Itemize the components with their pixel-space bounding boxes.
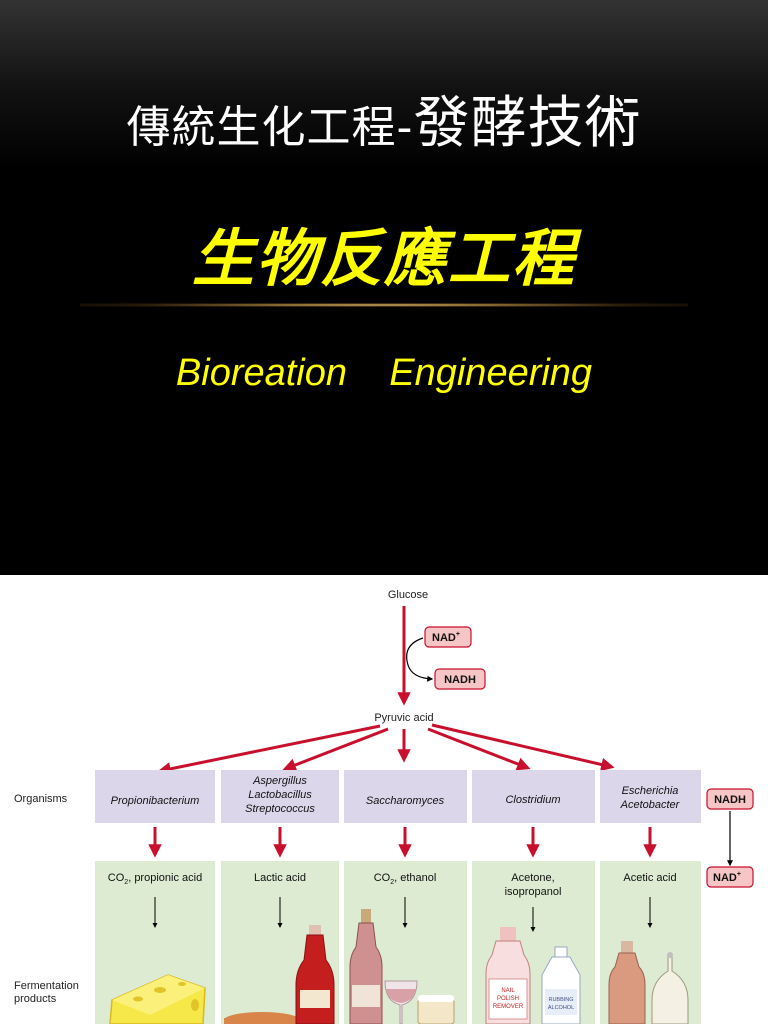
organism-name: Clostridium	[505, 794, 560, 806]
organism-name: Lactobacillus	[248, 789, 312, 801]
side-nadh-text: NADH	[714, 794, 746, 806]
organism-name: Escherichia	[622, 785, 679, 797]
product-name-5: Acetic acid	[623, 872, 676, 884]
side-nad-plus-badge: NAD+	[706, 866, 754, 888]
product-name-1: CO2, propionic acid	[108, 872, 202, 886]
acetic-acid-products-image	[608, 941, 689, 1024]
nad-plus-badge: NAD+	[424, 626, 472, 648]
branch-arrow-2	[282, 727, 389, 772]
branch-arrow-4	[427, 727, 531, 771]
organism-boxes	[95, 770, 701, 823]
organism-box-3	[344, 770, 467, 823]
organism-box-2	[221, 770, 339, 823]
organism-name: Streptococcus	[245, 803, 315, 815]
pyruvic-acid-label: Pyruvic acid	[374, 712, 433, 724]
subtitle-chinese: 生物反應工程	[191, 222, 576, 295]
fermentation-diagram-svg: Glucose NAD+ NADH Pyruvic acid Orga	[14, 589, 754, 1024]
organism-names: Propionibacterium Aspergillus Lactobacil…	[111, 775, 681, 815]
organism-name: Acetobacter	[620, 799, 681, 811]
nad-plus-text: NAD	[432, 632, 456, 644]
svg-text:NAD+: NAD+	[432, 631, 460, 644]
slide-title-area: 傳統生化工程-發酵技術 生物反應工程 Bioreation Engineerin…	[0, 0, 768, 575]
products-row-label-1: Fermentation	[14, 980, 79, 992]
product-inner-arrows	[152, 897, 653, 932]
slide-title: 傳統生化工程-發酵技術	[0, 78, 768, 159]
glucose-label: Glucose	[388, 589, 428, 601]
side-nadh-badge: NADH	[706, 788, 754, 810]
nad-plus-superscript: +	[456, 631, 460, 638]
title-part-1: 傳統生化工程-	[126, 102, 414, 153]
acetone-isopropanol-products-image: NAIL POLISH REMOVER RUBBING ALCOHOL	[485, 927, 581, 1024]
branch-arrow-1	[157, 724, 381, 776]
title-part-2: 發酵技術	[413, 91, 642, 156]
nail-polish-label-3: REMOVER	[493, 1004, 524, 1010]
product-name-4b: isopropanol	[505, 886, 562, 898]
nail-polish-label-1: NAIL	[501, 988, 515, 994]
organism-box-4	[472, 770, 595, 823]
organisms-row-label: Organisms	[14, 793, 68, 805]
subtitle-english: Bioreation Engineering	[175, 352, 593, 394]
organism-name: Aspergillus	[252, 775, 307, 787]
organism-box-1	[95, 770, 215, 823]
product-name-3: CO2, ethanol	[374, 872, 437, 886]
nail-polish-label-2: POLISH	[497, 996, 519, 1002]
svg-text:NAD+: NAD+	[713, 871, 741, 884]
rubbing-alcohol-label-2: ALCOHOL	[548, 1005, 574, 1011]
branch-arrow-5	[431, 723, 615, 772]
product-name-4a: Acetone,	[511, 872, 554, 884]
organism-box-5	[600, 770, 701, 823]
side-nad-superscript: +	[737, 871, 741, 878]
branch-arrows	[157, 723, 615, 776]
lactic-acid-products-image	[224, 925, 335, 1024]
nadh-text: NADH	[444, 674, 476, 686]
rubbing-alcohol-label-1: RUBBING	[548, 997, 573, 1003]
products-row-label-2: products	[14, 993, 57, 1005]
nad-reduction-arrow	[406, 637, 434, 682]
organism-name: Propionibacterium	[111, 795, 200, 807]
side-nad-text: NAD	[713, 872, 737, 884]
title-divider	[80, 303, 688, 307]
organism-name: Saccharomyces	[366, 795, 445, 807]
swiss-cheese-image	[109, 974, 206, 1024]
organism-to-product-arrows	[148, 827, 657, 858]
fermentation-diagram: Glucose NAD+ NADH Pyruvic acid Orga	[0, 575, 768, 1024]
ethanol-products-image	[349, 909, 455, 1024]
product-name-2: Lactic acid	[254, 872, 306, 884]
product-names: CO2, propionic acid Lactic acid CO2, eth…	[108, 872, 677, 898]
nadh-badge: NADH	[434, 668, 486, 690]
